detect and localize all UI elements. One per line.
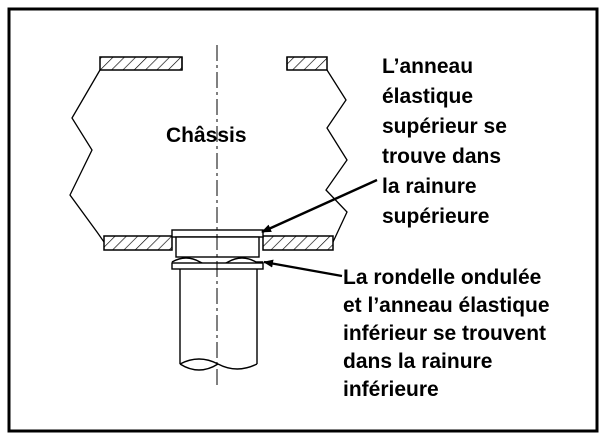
- bottom-right-plate: [262, 235, 334, 251]
- upper-snap-ring-label: L’anneau élastique supérieur se trouve d…: [382, 52, 507, 232]
- upper-label-line-4: trouve dans: [382, 145, 502, 168]
- upper-label-line-1: L’anneau: [382, 55, 474, 78]
- outer-border: [7, 7, 599, 433]
- lower-label-line-2: et l’anneau élastique: [343, 294, 550, 317]
- top-right-plate: [286, 56, 328, 71]
- upper-label-line-6: supérieure: [382, 205, 490, 228]
- lower-label-line-4: dans la rainure: [343, 350, 493, 373]
- lower-label-line-5: inférieure: [343, 378, 439, 401]
- bottom-left-plate: [103, 235, 173, 251]
- chassis-label: Châssis: [166, 124, 247, 147]
- chassis-body: [69, 57, 348, 243]
- upper-label-line-5: la rainure: [382, 175, 477, 198]
- upper-label-line-2: élastique: [382, 85, 474, 108]
- lower-label-line-3: inférieur se trouvent: [343, 322, 547, 345]
- lower-label-line-1: La rondelle ondulée: [343, 266, 542, 289]
- wave-washer-label: La rondelle ondulée et l’anneau élastiqu…: [343, 264, 550, 404]
- lower-ring-arrow: [263, 259, 343, 278]
- upper-ring-arrow: [261, 178, 378, 234]
- shaft: [179, 269, 258, 371]
- upper-label-line-3: supérieur se: [382, 115, 507, 138]
- top-left-plate: [99, 56, 183, 71]
